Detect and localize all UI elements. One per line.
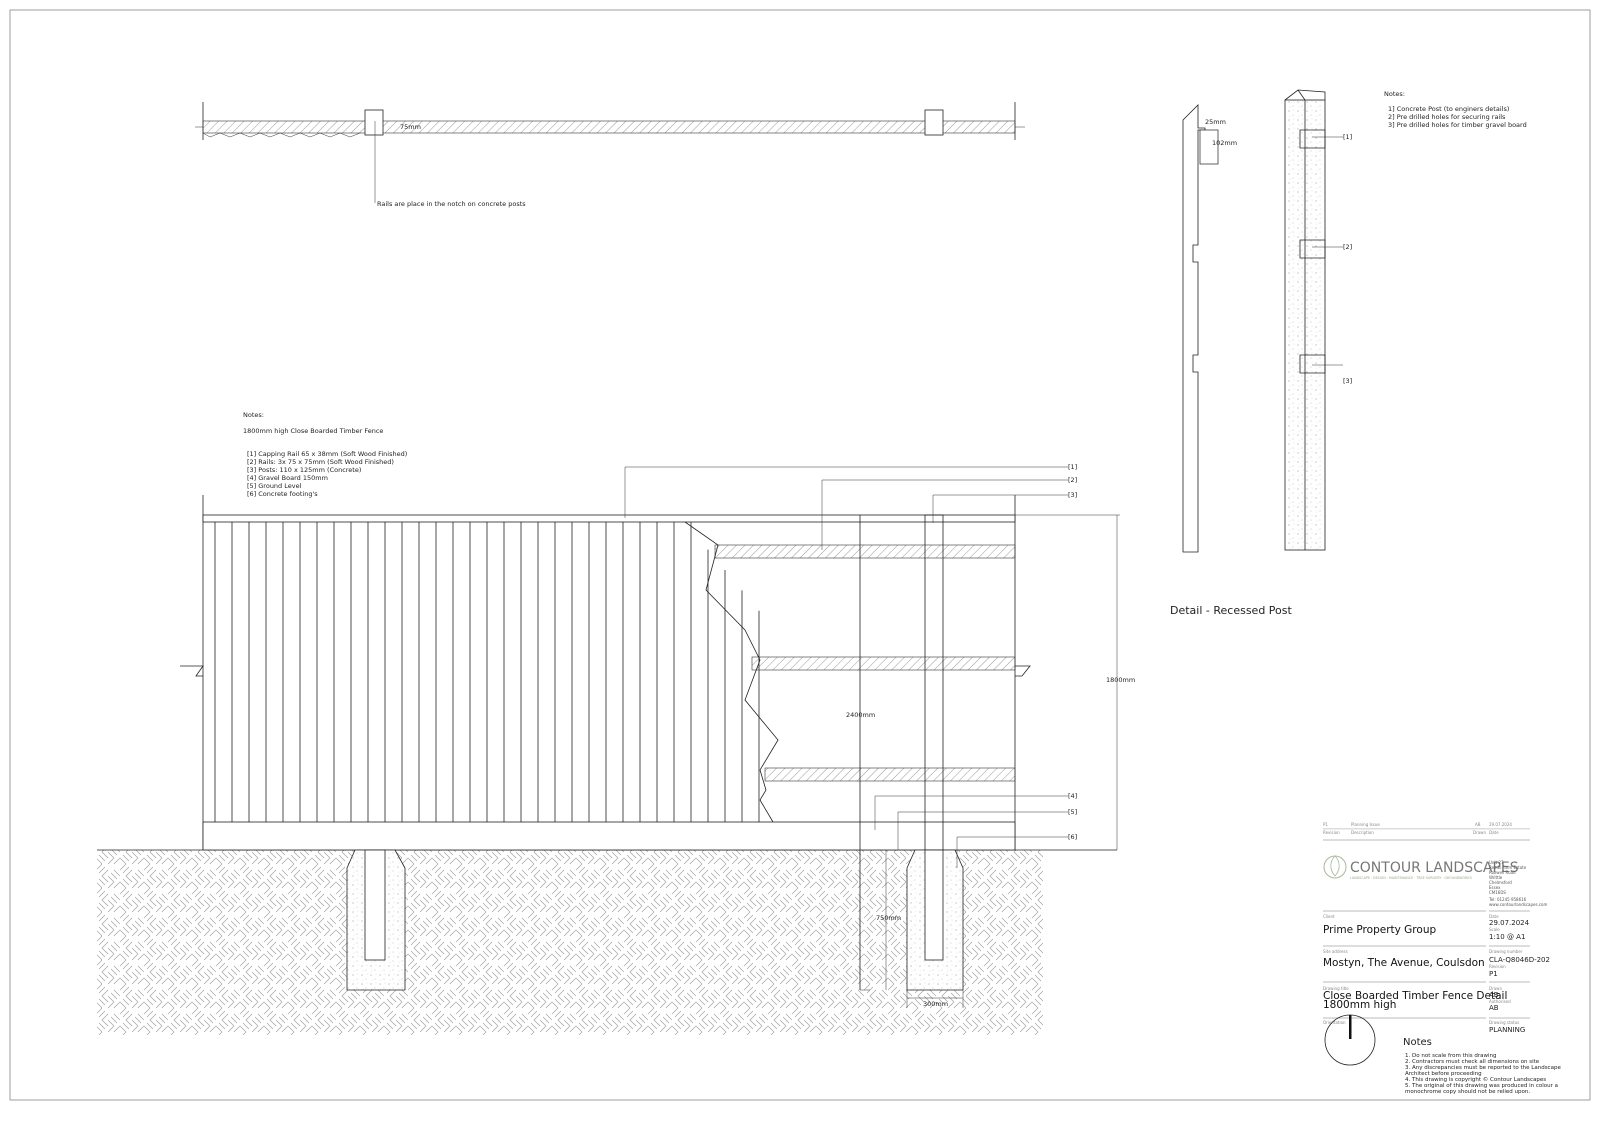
drawing-revision: P1 [1489, 970, 1498, 978]
fence-elevation: 1800mm 2400mm 750mm 300mm [1] [2] [3] [4… [97, 463, 1135, 1035]
title-block: P1 Planning Issue AB 29.07.2024 Revision… [1323, 822, 1561, 1095]
note-item: [1] Capping Rail 65 x 38mm (Soft Wood Fi… [247, 450, 407, 458]
svg-text:Description: Description [1351, 830, 1374, 835]
sheet-border [9, 9, 1591, 1101]
company-tagline: LANDSCAPE · DESIGN · MAINTENANCE · TREE … [1350, 876, 1472, 880]
svg-text:CM16DS: CM16DS [1489, 890, 1506, 895]
svg-text:Drawing status: Drawing status [1489, 1020, 1519, 1025]
rail-middle [751, 656, 1016, 671]
company-logo: CONTOUR LANDSCAPES LANDSCAPE · DESIGN · … [1323, 855, 1519, 880]
svg-text:Client: Client [1323, 914, 1335, 919]
svg-text:Revision: Revision [1489, 964, 1506, 969]
svg-text:2. Contractors must check al: 2. Contractors must check all dimensions… [1405, 1059, 1540, 1065]
post-length-dimension: 2400mm [846, 711, 875, 719]
svg-text:4. This drawing is copyright: 4. This drawing is copyright © Contour L… [1405, 1076, 1546, 1083]
detail-note: 1] Concrete Post (to enginers details) [1388, 105, 1509, 113]
rail-dimension-label: 75mm [400, 123, 421, 131]
drawing-title: Close Boarded Timber Fence Detail [1323, 990, 1507, 1002]
svg-text:P1: P1 [1323, 822, 1328, 827]
client-name: Prime Property Group [1323, 924, 1436, 936]
svg-text:AB: AB [1475, 822, 1481, 827]
callout-label: [3] [1068, 491, 1077, 499]
svg-text:Chelmsford: Chelmsford [1489, 880, 1512, 885]
callout-label: [5] [1068, 808, 1077, 816]
fence-boards [214, 522, 760, 822]
callout-label: [1] [1068, 463, 1077, 471]
north-arrow-icon [1324, 1014, 1376, 1066]
svg-text:monochrome copy should not be: monochrome copy should not be relied upo… [1405, 1089, 1530, 1095]
svg-text:Drawn: Drawn [1473, 830, 1486, 835]
svg-text:5. The original of this draw: 5. The original of this drawing was prod… [1405, 1083, 1558, 1089]
callout-label: [3] [1343, 377, 1352, 385]
svg-text:Tel: 01245 958616: Tel: 01245 958616 [1488, 897, 1527, 902]
svg-text:www.contourlandscapes.com: www.contourlandscapes.com [1489, 902, 1547, 907]
ground-hatch [97, 850, 1043, 1035]
callout-label: [2] [1068, 476, 1077, 484]
svg-text:Orientation: Orientation [1323, 1020, 1346, 1025]
svg-text:Unit 27: Unit 27 [1489, 860, 1504, 865]
detail-notes-heading: Notes: [1384, 90, 1405, 98]
note-item: [5] Ground Level [247, 482, 302, 490]
plan-note: Rails are place in the notch on concrete… [377, 200, 526, 208]
plan-post-left [364, 109, 384, 136]
dim-top-label: 25mm [1205, 118, 1226, 126]
callout-label: [4] [1068, 792, 1077, 800]
svg-text:Writtle: Writtle [1489, 875, 1503, 880]
drawing-subtitle: 1800mm high [1323, 999, 1396, 1011]
elevation-notes: Notes: 1800mm high Close Boarded Timber … [243, 411, 407, 498]
notes-heading: Notes [1403, 1037, 1432, 1048]
notes-title: 1800mm high Close Boarded Timber Fence [243, 427, 383, 435]
callout-label: [6] [1068, 833, 1077, 841]
footing-width-dimension: 300mm [923, 1000, 948, 1008]
note-item: [3] Posts: 110 x 125mm (Concrete) [247, 466, 361, 474]
detail-note: 3] Pre drilled holes for timber gravel b… [1388, 121, 1527, 129]
svg-text:Essex: Essex [1489, 885, 1501, 890]
capping-rail [202, 514, 1016, 523]
svg-text:Drawing title: Drawing title [1323, 986, 1349, 991]
company-name: CONTOUR LANDSCAPES [1350, 860, 1519, 876]
site-address: Mostyn, The Avenue, Coulsdon [1323, 957, 1485, 969]
svg-text:AB: AB [1489, 1004, 1499, 1012]
svg-text:Date: Date [1489, 830, 1499, 835]
height-dimension: 1800mm [1106, 676, 1135, 684]
svg-text:Authorised: Authorised [1489, 999, 1511, 1004]
drawing-status: PLANNING [1489, 1026, 1525, 1034]
svg-text:3. Any discrepancies must be: 3. Any discrepancies must be reported to… [1405, 1065, 1561, 1071]
svg-text:Reeds Farm Estate: Reeds Farm Estate [1489, 865, 1527, 870]
post-side-view [1182, 104, 1206, 553]
plan-view: 75mm Rails are place in the notch on con… [195, 102, 1025, 208]
svg-text:Date: Date [1489, 914, 1499, 919]
rail-top [714, 544, 1016, 559]
svg-text:29.07.2024: 29.07.2024 [1489, 822, 1512, 827]
detail-title: Detail - Recessed Post [1170, 604, 1293, 617]
svg-text:Scale: Scale [1489, 927, 1500, 932]
rail-bottom [764, 767, 1016, 782]
callout-label: [1] [1343, 133, 1352, 141]
svg-text:Drawing number: Drawing number [1489, 949, 1523, 954]
drawing-date: 29.07.2024 [1489, 919, 1530, 927]
note-item: [4] Gravel Board 150mm [247, 474, 328, 482]
notes-heading: Notes: [243, 411, 264, 419]
svg-text:Drawn: Drawn [1489, 986, 1502, 991]
svg-text:Architect before proceeding: Architect before proceeding [1405, 1071, 1482, 1077]
gravel-board [202, 821, 1016, 851]
detail-note: 2] Pre drilled holes for securing rails [1388, 113, 1506, 121]
recessed-post-detail: 25mm 102mm [1] [2] [3] Detail - Recessed… [1170, 89, 1527, 617]
plan-post-right [924, 109, 944, 136]
svg-text:Planning Issue: Planning Issue [1351, 822, 1380, 827]
drawing-number: CLA-Q8046D-202 [1489, 956, 1550, 964]
svg-text:AB: AB [1489, 991, 1499, 999]
callout-label: [2] [1343, 243, 1352, 251]
svg-text:Revision: Revision [1323, 830, 1340, 835]
svg-text:1. Do not scale from this dr: 1. Do not scale from this drawing [1405, 1053, 1496, 1059]
dim-notch-label: 102mm [1212, 139, 1237, 147]
note-item: [6] Concrete footing's [247, 490, 318, 498]
drawing-scale: 1:10 @ A1 [1489, 933, 1525, 941]
break-line [684, 521, 779, 823]
footing-depth-dimension: 750mm [876, 914, 901, 922]
svg-text:Site address: Site address [1323, 949, 1348, 954]
note-item: [2] Rails: 3x 75 x 75mm (Soft Wood Finis… [247, 458, 394, 466]
svg-text:Roxwell Road: Roxwell Road [1489, 870, 1516, 875]
